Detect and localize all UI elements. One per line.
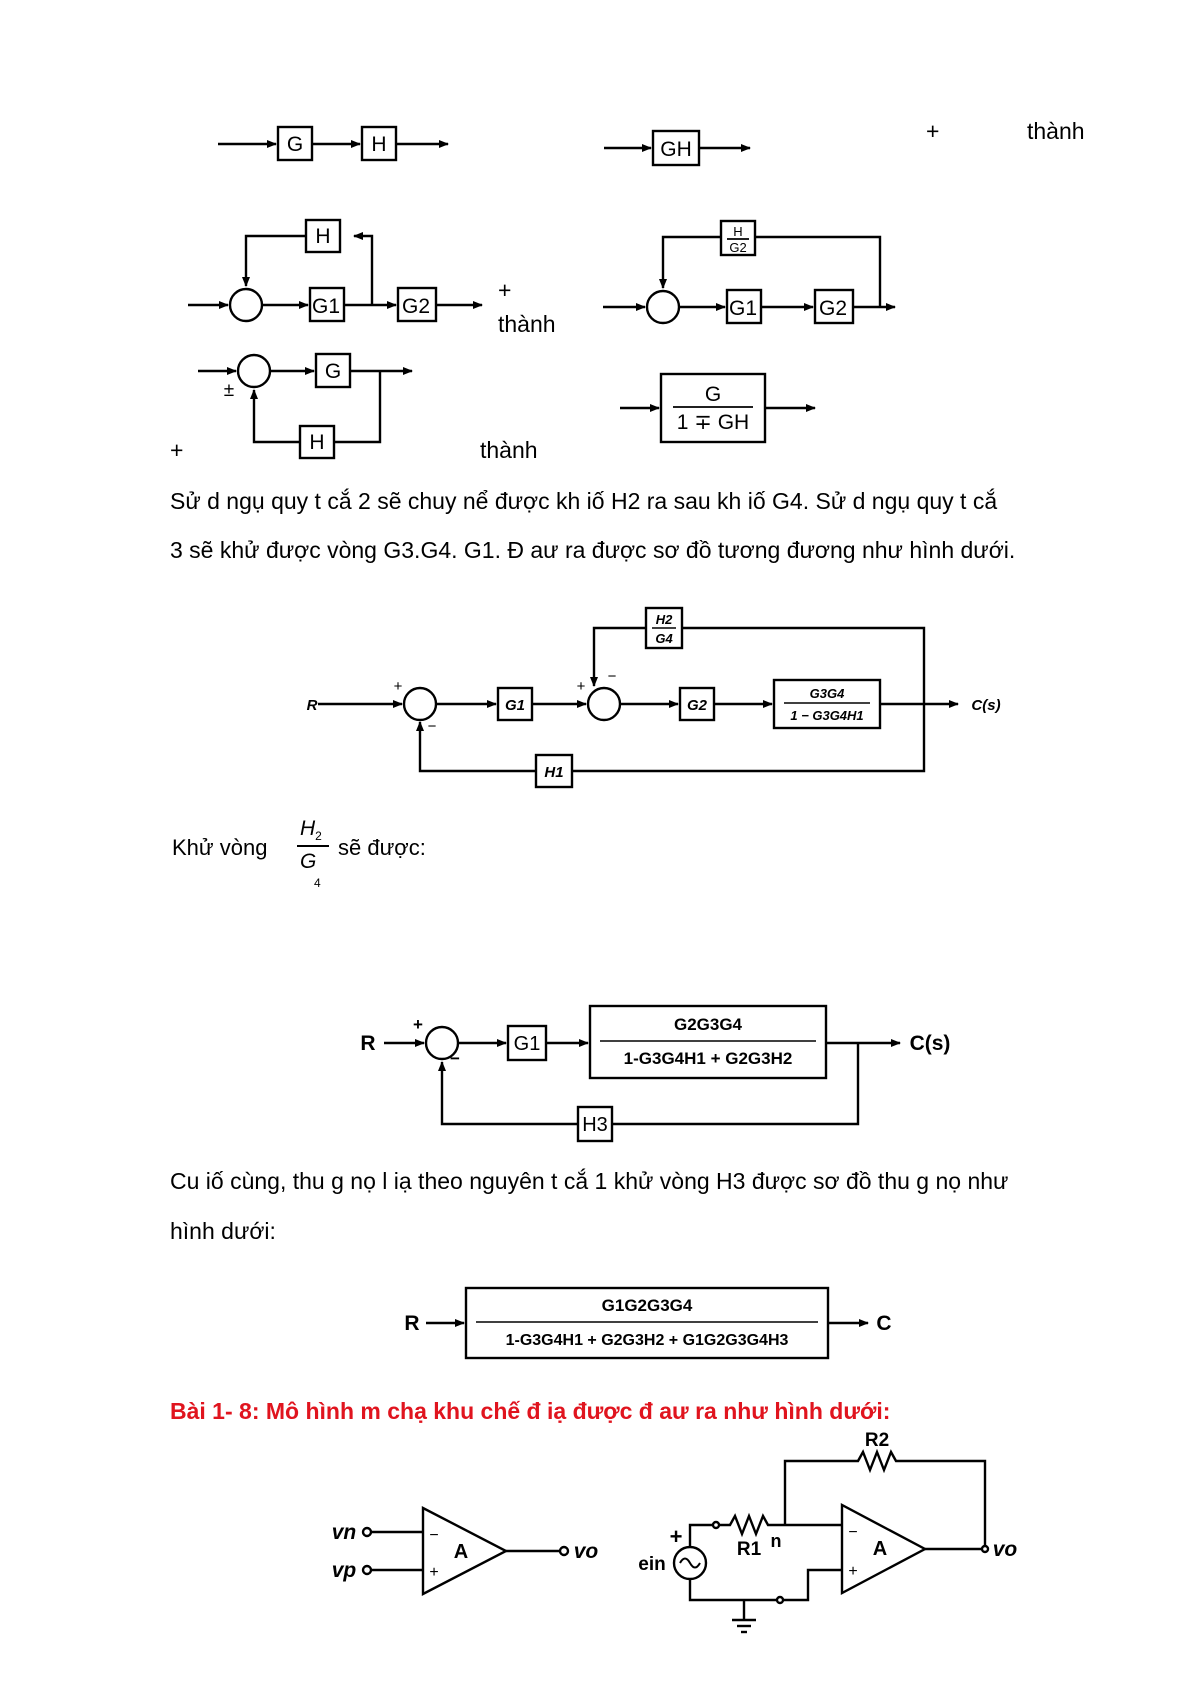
d4-minus-2: − [428,718,437,735]
d3-h-label: H [309,431,324,454]
khu-vong-fraction-den-sub: 4 [314,876,321,890]
circuit-ein-label: ein [638,1554,665,1575]
opamp-vn-label: vn [332,1521,357,1544]
row2-plus-sign: + [498,277,512,303]
diagram-series-result [604,129,751,167]
d4-h1-label: H1 [544,764,563,781]
d4-g1-label: G1 [505,697,525,714]
khu-vong-fraction-bar [297,845,329,847]
circuit-vo-label: vo [993,1538,1018,1561]
row3-thanh-word: thành [480,437,538,463]
khu-vong-fraction-num: H2 [300,817,322,844]
d2r-g2-label: G2 [819,297,847,320]
top-plus-sign: + [926,118,940,144]
block-h-label: H [371,133,386,156]
diagram-reduced-system-2 [384,1004,901,1143]
d5-minus: − [450,1049,460,1068]
row2-thanh-word: thành [498,311,556,337]
circuit-minus: − [848,1524,857,1541]
d4-block-den: 1 − G3G4H1 [790,708,863,723]
opamp-symbol [361,1506,570,1596]
d3-g-label: G [325,360,341,383]
paragraph-1-line-2: 3 sẽ khử được vòng G3.G4. G1. Đ aư ra đư… [170,537,1016,563]
circuit-r2-label: R2 [865,1430,889,1451]
d2-g1-label: G1 [312,295,340,318]
circuit-plus: + [848,1563,857,1580]
block-g-label: G [287,133,303,156]
paragraph-2-line-2: hình dưới: [170,1218,276,1244]
paragraph-2-line-1: Cu iố cùng, thu g nọ l iạ theo nguyên t … [170,1168,1009,1194]
d2-h-label: H [315,225,330,248]
opamp-vp-label: vp [332,1559,357,1582]
paragraph-1-line-1: Sử d ngụ quy t cắ 2 sẽ chuy nể được kh i… [170,488,998,514]
opamp-inverting-circuit [672,1448,990,1634]
circuit-source-plus: + [670,1524,683,1549]
khu-vong-fraction-den: G [300,850,317,873]
top-thanh-word: thành [1027,118,1085,144]
d4-r-label: R [307,697,318,714]
d4-c-label: C(s) [971,697,1000,714]
d5-block-den: 1-G3G4H1 + G2G3H2 [624,1049,793,1068]
opamp-a-label: A [454,1541,468,1563]
opamp-plus: + [429,1564,438,1581]
circuit-r1-label: R1 [737,1539,762,1560]
d2r-g1-label: G1 [729,297,757,320]
opamp-vo-label: vo [574,1540,599,1563]
d2r-g2-under: G2 [729,240,746,255]
d2r-h-over: H [733,224,742,239]
circuit-n-label: n [771,1531,782,1551]
d3-result-den: 1 ∓ GH [677,411,749,434]
circuit-a-label: A [873,1538,887,1560]
d3-pm-sign: ± [224,380,234,401]
d4-plus-1: + [394,678,403,695]
d6-c-label: C [876,1312,891,1335]
d6-r-label: R [404,1312,419,1335]
block-gh-label: GH [660,138,692,161]
khu-vong-suffix: sẽ được: [338,835,426,860]
d6-block-den: 1-G3G4H1 + G2G3H2 + G1G2G3G4H3 [506,1332,789,1349]
d4-g4-label: G4 [655,631,673,646]
d5-h3-label: H3 [582,1114,608,1136]
diagram-final-system [426,1286,869,1360]
d4-block-num: G3G4 [810,686,845,701]
d5-g1-label: G1 [514,1033,541,1055]
d4-h2-label: H2 [656,612,673,627]
diagram-reduced-system-1 [318,606,959,789]
khu-vong-label: Khử vòng [172,835,268,860]
d6-block-num: G1G2G3G4 [602,1296,693,1315]
diagram-moving-pickoff-left [188,218,483,323]
d5-r-label: R [360,1032,375,1055]
d4-minus-1: − [608,668,617,685]
opamp-minus: − [429,1527,438,1544]
d4-g2-label: G2 [687,697,708,714]
d5-plus: + [413,1015,423,1034]
d3-result-num: G [705,383,721,406]
d5-c-label: C(s) [910,1032,951,1055]
d2-g2-label: G2 [402,295,430,318]
diagram-moving-pickoff-right [603,219,896,325]
d4-plus-2: + [577,678,586,695]
diagram-feedback-loop-result [620,372,816,444]
exercise-heading: Bài 1- 8: Mô hình m chạ khu chế đ iạ đượ… [170,1398,891,1424]
d5-block-num: G2G3G4 [674,1015,743,1034]
row3-plus-sign: + [170,437,184,463]
diagram-feedback-loop-left [198,352,413,460]
diagram-series-blocks [218,125,449,162]
